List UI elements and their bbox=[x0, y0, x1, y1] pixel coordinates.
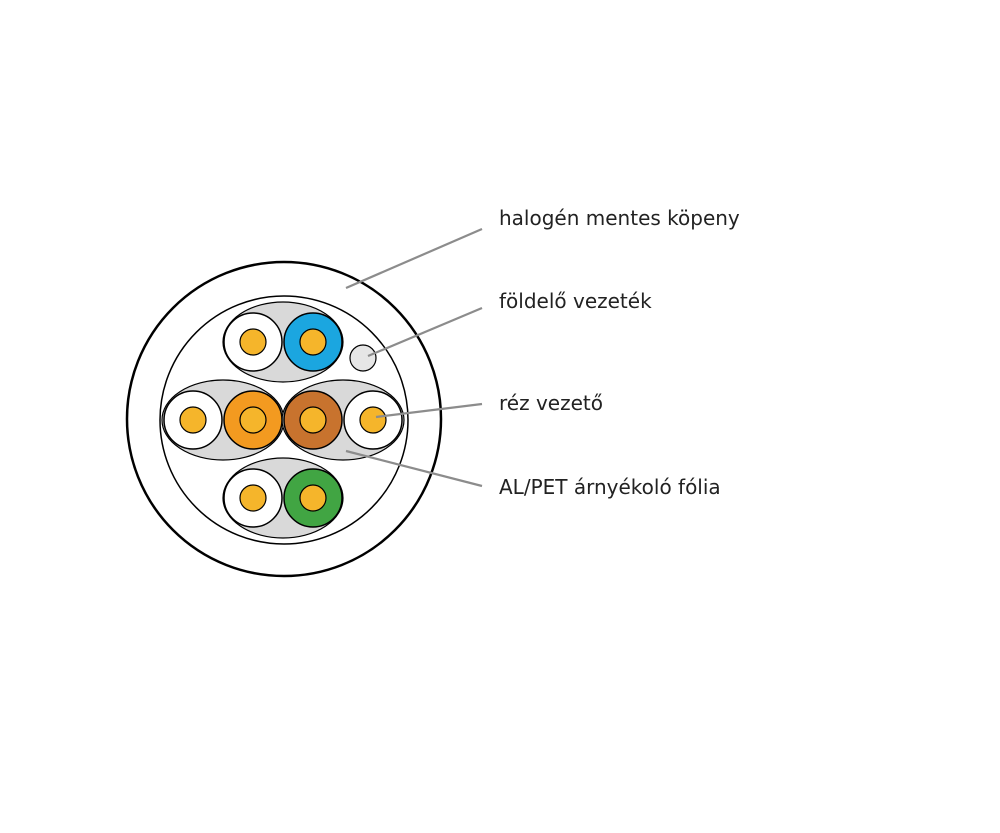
leader-line-copper bbox=[375, 402, 483, 419]
leader-line-foil bbox=[345, 449, 483, 488]
green-pair bbox=[223, 468, 343, 528]
copper-core bbox=[239, 406, 267, 434]
drain-wire bbox=[349, 344, 377, 372]
copper-core bbox=[239, 328, 267, 356]
label-shield-foil: AL/PET árnyékoló fólia bbox=[499, 475, 721, 499]
label-jacket: halogén mentes köpeny bbox=[499, 206, 740, 230]
copper-core bbox=[299, 406, 327, 434]
copper-core bbox=[179, 406, 207, 434]
copper-core bbox=[299, 484, 327, 512]
label-copper-conductor: réz vezető bbox=[499, 391, 603, 415]
blue-pair bbox=[223, 312, 343, 372]
leader-line-jacket bbox=[345, 227, 483, 290]
copper-core bbox=[239, 484, 267, 512]
orange-pair bbox=[163, 390, 283, 450]
brown-pair bbox=[283, 390, 403, 450]
label-drain-wire: földelő vezeték bbox=[499, 289, 652, 313]
copper-core bbox=[299, 328, 327, 356]
leader-line-drain-wire bbox=[367, 306, 483, 358]
copper-core bbox=[359, 406, 387, 434]
